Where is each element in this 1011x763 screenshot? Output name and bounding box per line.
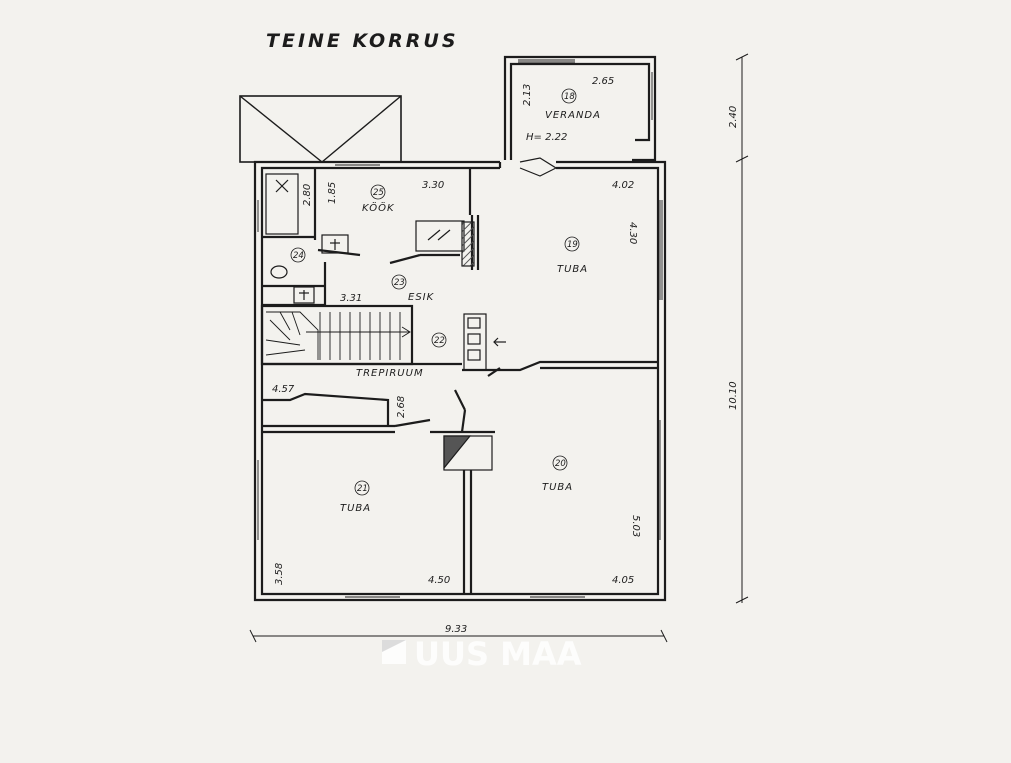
wc-number: 24 bbox=[293, 251, 304, 261]
dim-overall-width: 9.33 bbox=[445, 624, 467, 635]
stove-icon bbox=[415, 220, 465, 252]
dim-room-19-depth: 4.30 bbox=[627, 222, 638, 244]
dim-bath-length: 2.80 bbox=[302, 184, 313, 206]
room-number-markers bbox=[290, 88, 580, 496]
hall-number: 23 bbox=[394, 278, 405, 288]
dim-stair-depth: 2.68 bbox=[396, 396, 407, 418]
kitchen-label: KÖÖK bbox=[362, 201, 395, 214]
dimension-lines bbox=[249, 53, 749, 643]
plan-title: TEINE KORRUS bbox=[266, 30, 459, 52]
watermark: UUS MAA bbox=[382, 635, 582, 673]
dim-storage-width: 4.57 bbox=[272, 384, 295, 395]
windows bbox=[257, 59, 663, 598]
dim-kitchen-depth: 1.85 bbox=[327, 182, 338, 204]
bathtub-icon bbox=[265, 173, 299, 235]
staircase bbox=[265, 311, 411, 360]
dim-room-20-depth: 5.03 bbox=[630, 515, 641, 537]
veranda-height: H= 2.22 bbox=[526, 132, 567, 143]
stairwell-number: 22 bbox=[434, 336, 445, 346]
toilet-icon bbox=[270, 265, 288, 279]
dim-hall-width: 3.31 bbox=[340, 293, 362, 304]
dim-veranda-width: 2.65 bbox=[592, 76, 614, 87]
dim-room-21-width: 4.50 bbox=[428, 575, 450, 586]
sink-icon bbox=[293, 286, 315, 304]
veranda-number: 18 bbox=[564, 92, 575, 102]
chimney-icon bbox=[461, 221, 475, 267]
room-21-number: 21 bbox=[357, 484, 368, 494]
hall-label: ESIK bbox=[408, 292, 435, 303]
dim-overall-depth: 10.10 bbox=[728, 381, 739, 410]
room-20-label: TUBA bbox=[542, 482, 573, 493]
room-20-number: 20 bbox=[555, 459, 566, 469]
kitchen-number: 25 bbox=[373, 188, 384, 198]
kitchen-sink-icon bbox=[321, 234, 349, 254]
room-21-label: TUBA bbox=[340, 503, 371, 514]
dim-veranda-depth: 2.13 bbox=[522, 84, 533, 106]
stairwell-label: TREPIRUUM bbox=[356, 368, 424, 379]
room-19-label: TUBA bbox=[557, 264, 588, 275]
walls bbox=[239, 55, 667, 602]
fixtures bbox=[265, 157, 558, 471]
dim-room-19-width: 4.02 bbox=[612, 180, 634, 191]
dim-veranda-offset: 2.40 bbox=[728, 106, 739, 128]
veranda-label: VERANDA bbox=[545, 110, 601, 121]
room-19-number: 19 bbox=[567, 240, 578, 250]
heater-icon bbox=[463, 313, 487, 371]
dim-room-21-depth: 3.58 bbox=[274, 563, 285, 585]
dim-room-20-width: 4.05 bbox=[612, 575, 634, 586]
dim-kitchen-width: 3.30 bbox=[422, 180, 444, 191]
watermark-text: UUS MAA bbox=[414, 635, 582, 673]
